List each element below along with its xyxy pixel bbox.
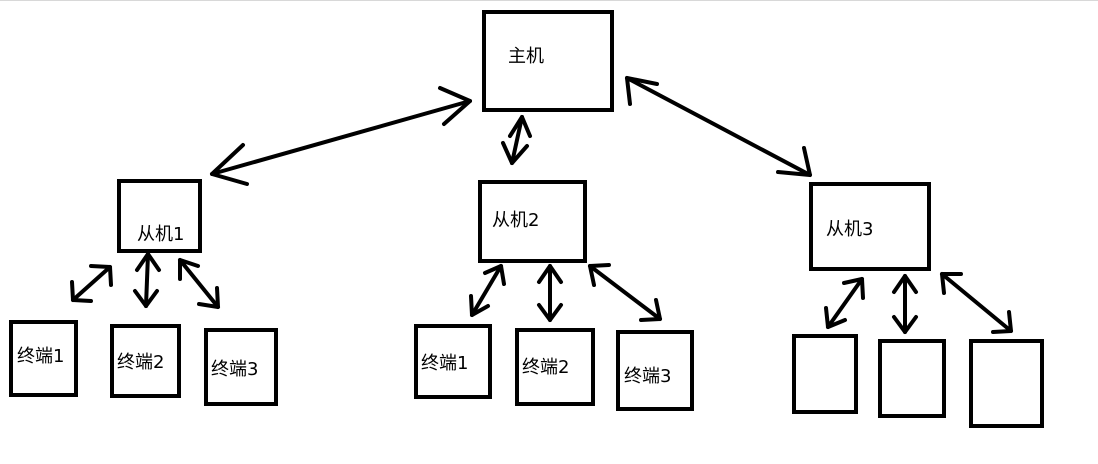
terminal-node-3-3 (969, 339, 1044, 428)
slave-label-1: 从机1 (137, 224, 184, 245)
host-node: 主机 (482, 10, 614, 112)
terminal-node-1-3: 终端3 (204, 328, 278, 406)
host-label: 主机 (508, 46, 544, 67)
arrow-slave1-terminal2 (133, 252, 161, 308)
arrow-slave3-terminal3 (940, 272, 1013, 334)
slave-node-1: 从机1 (117, 179, 202, 253)
terminal-label-2-3: 终端3 (624, 366, 671, 387)
arrow-slave3-terminal2 (892, 274, 918, 334)
terminal-label-1-1: 终端1 (17, 346, 64, 367)
terminal-node-2-2: 终端2 (515, 328, 595, 406)
arrow-slave3-terminal1 (824, 277, 865, 329)
terminal-label-2-1: 终端1 (421, 353, 468, 374)
slave-node-2: 从机2 (478, 180, 587, 263)
arrow-host-slave3 (625, 76, 812, 177)
arrow-slave1-terminal1 (70, 264, 113, 303)
slave-label-2: 从机2 (492, 210, 539, 231)
terminal-node-1-2: 终端2 (110, 324, 181, 398)
terminal-label-1-2: 终端2 (117, 352, 164, 373)
slave-node-3: 从机3 (809, 182, 931, 271)
terminal-node-3-1 (792, 334, 858, 414)
arrow-slave2-terminal1 (469, 264, 506, 317)
arrow-slave2-terminal2 (537, 264, 563, 322)
canvas-top-border (0, 0, 1098, 1)
terminal-node-3-2 (878, 339, 946, 418)
terminal-node-2-1: 终端1 (414, 324, 492, 399)
terminal-label-2-2: 终端2 (522, 357, 569, 378)
arrow-host-slave2 (501, 115, 532, 165)
arrow-host-slave1 (210, 86, 472, 186)
terminal-node-1-1: 终端1 (9, 320, 78, 397)
terminal-node-2-3: 终端3 (616, 330, 694, 411)
arrow-slave1-terminal3 (178, 258, 220, 309)
terminal-label-1-3: 终端3 (211, 359, 258, 380)
arrow-slave2-terminal3 (588, 263, 662, 322)
slave-label-3: 从机3 (826, 219, 873, 240)
